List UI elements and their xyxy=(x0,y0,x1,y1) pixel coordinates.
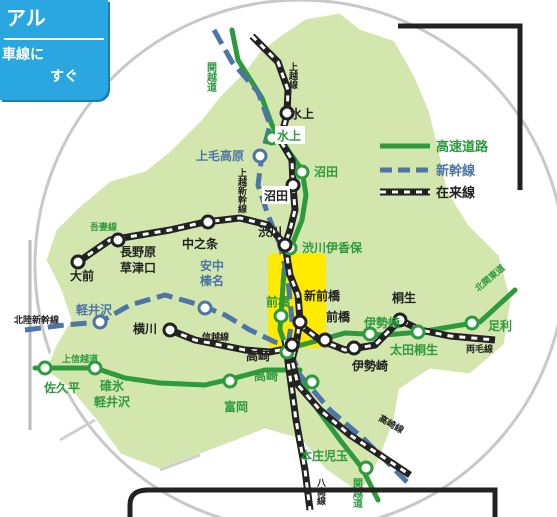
label-annaka: 安中 xyxy=(200,258,224,273)
station-minakami xyxy=(279,105,295,121)
ic-sakudaira xyxy=(37,360,53,376)
station-takasaki xyxy=(284,337,300,353)
route-agatsuma-line: 吾妻線 xyxy=(90,221,117,233)
agatsuma-line xyxy=(77,216,287,264)
label-jomokogen: 上毛高原 xyxy=(196,148,244,163)
label-numata-rail: 沼田 xyxy=(264,189,288,203)
legend-conventional-label: 在来線 xyxy=(436,185,476,201)
ic-ashikaga xyxy=(464,315,480,331)
ic-maebashi xyxy=(273,308,289,324)
label-takasaki-ic: 高崎 xyxy=(254,368,278,383)
station-naganohara xyxy=(110,232,126,248)
label-ota-kiryu: 太田桐生 xyxy=(390,342,438,357)
label-sakudaira: 佐久平 xyxy=(43,380,80,395)
station-shibukawa xyxy=(277,237,293,253)
station-karuizawa xyxy=(92,314,108,330)
label-usui: 碓氷 xyxy=(100,378,125,393)
ic-ota-kiryu xyxy=(410,324,426,340)
label-ashikaga: 足利 xyxy=(488,318,512,333)
promo-badge-title: アル xyxy=(6,6,46,30)
label-minakami-ic: 水上 xyxy=(277,128,301,143)
promo-badge: アル 車線に すぐ xyxy=(0,0,108,100)
prefecture-edge-shadow xyxy=(59,418,201,472)
station-shinmaebashi xyxy=(292,314,308,330)
ic-isesaki xyxy=(362,326,378,342)
label-haruna: 榛名 xyxy=(200,273,224,288)
promo-badge-line1: 車線に xyxy=(2,47,44,63)
label-kiryu: 桐生 xyxy=(392,290,416,305)
station-nakanojo xyxy=(200,214,216,230)
ic-tomioka xyxy=(222,373,238,389)
route-hokuriku-shinkansen: 北陸新幹線 xyxy=(14,314,59,326)
label-yokokawa: 横川 xyxy=(133,321,157,336)
shinetsu-line xyxy=(169,328,291,354)
station-annaka-haruna xyxy=(197,300,213,316)
route-joetsu-line: 上越線 xyxy=(287,61,299,90)
label-omae: 大前 xyxy=(70,268,94,283)
label-nakanojo: 中之条 xyxy=(182,236,219,251)
station-omae xyxy=(70,254,86,270)
label-maebashi-rail: 前橋 xyxy=(326,309,351,324)
station-isesaki xyxy=(346,340,362,356)
label-shibukawa-ikaho: 渋川伊香保 xyxy=(302,240,363,255)
label-kusatsuguchi: 草津口 xyxy=(120,260,156,275)
label-naganohara: 長野原 xyxy=(120,244,156,259)
label-maebashi-ic: 前橋 xyxy=(266,294,291,309)
label-takasaki-rail: 高崎 xyxy=(246,348,270,363)
route-joshinetsu-expwy: 上信越道 xyxy=(62,353,98,365)
label-usui-karuizawa: 軽井沢 xyxy=(94,394,131,409)
route-shinetsu-line: 信越線 xyxy=(202,331,229,343)
joetsu-line xyxy=(250,34,411,477)
ic-numata xyxy=(294,164,310,180)
label-shinmaebashi: 新前橋 xyxy=(304,288,341,303)
hokuriku-shinkansen xyxy=(24,292,289,348)
station-kiryu xyxy=(392,312,408,328)
legend-expressway-label: 高速道路 xyxy=(436,139,489,155)
rail-station-markers xyxy=(70,105,408,356)
label-isesaki-rail: 伊勢崎 xyxy=(351,358,388,373)
bottom-frame xyxy=(127,487,498,517)
route-kanetsu-expwy-south: 関越道 xyxy=(351,478,364,509)
station-labels: 水上 水上 上毛高原 沼田 沼田 渋川 渋川伊香保 大前 長野原 草津口 中之条… xyxy=(43,106,512,463)
ic-fujioka xyxy=(304,374,320,390)
hachiko-line xyxy=(283,339,312,511)
station-yokokawa xyxy=(162,322,178,338)
legend-shinkansen-label: 新幹線 xyxy=(436,163,476,179)
label-numata-ic: 沼田 xyxy=(314,165,338,179)
promo-badge-divider xyxy=(4,38,104,40)
label-karuizawa: 軽井沢 xyxy=(76,302,113,317)
label-tomioka: 富岡 xyxy=(224,399,248,414)
label-isesaki-ic: 伊勢崎 xyxy=(363,315,400,330)
route-joetsu-shinkansen: 上越新幹線 xyxy=(236,167,248,214)
legend: 高速道路 新幹線 在来線 xyxy=(380,139,489,201)
promo-badge-line2: すぐ xyxy=(50,69,78,85)
ic-honjo-kodama xyxy=(358,460,374,476)
label-honjo-kodama: 本庄児玉 xyxy=(300,448,348,463)
route-ryomo-line: 両毛線 xyxy=(466,343,493,355)
label-shibukawa: 渋川 xyxy=(258,224,282,239)
station-maebashi xyxy=(317,332,333,348)
station-jomokogen xyxy=(252,148,268,164)
label-minakami-rail: 水上 xyxy=(290,106,314,121)
ic-usui-karuizawa xyxy=(87,360,103,376)
route-kanetsu-expwy: 関越道 xyxy=(205,62,218,93)
frame-top xyxy=(398,23,523,190)
shinkansen-station-markers xyxy=(92,148,268,330)
